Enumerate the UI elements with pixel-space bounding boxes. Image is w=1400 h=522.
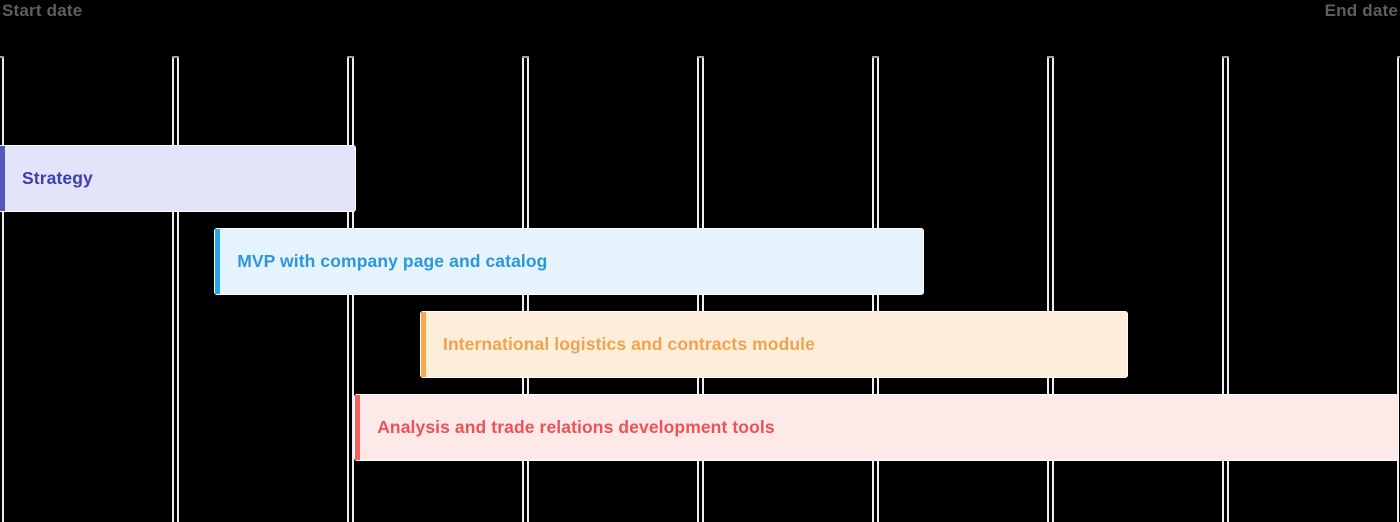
gridline-cap bbox=[521, 56, 529, 58]
gridline bbox=[1221, 58, 1224, 522]
gridline-cap bbox=[696, 56, 704, 58]
task-bar-label: Strategy bbox=[22, 168, 93, 188]
gridline bbox=[1396, 58, 1399, 522]
task-bar-2[interactable]: International logistics and contracts mo… bbox=[420, 311, 1129, 378]
gridline-cap bbox=[1396, 56, 1400, 58]
gridline bbox=[1226, 58, 1229, 522]
task-accent-stripe bbox=[0, 146, 5, 211]
task-accent-stripe bbox=[355, 395, 361, 460]
gridline-cap bbox=[346, 56, 354, 58]
task-bar-0[interactable]: Strategy bbox=[0, 145, 356, 212]
gridline bbox=[1046, 58, 1049, 522]
gridline bbox=[1, 58, 4, 522]
task-bar-label: International logistics and contracts mo… bbox=[443, 334, 815, 354]
end-date-label: End date bbox=[1324, 1, 1398, 20]
gridline bbox=[171, 58, 174, 522]
task-bar-label: MVP with company page and catalog bbox=[237, 251, 548, 271]
gridline bbox=[176, 58, 179, 522]
task-accent-stripe bbox=[215, 229, 221, 294]
task-accent-stripe bbox=[421, 312, 426, 377]
gridline bbox=[1051, 58, 1054, 522]
gridline-cap bbox=[1221, 56, 1229, 58]
start-date-label: Start date bbox=[2, 1, 83, 20]
task-bar-3[interactable]: Analysis and trade relations development… bbox=[354, 394, 1399, 461]
gridline-cap bbox=[871, 56, 879, 58]
task-bar-1[interactable]: MVP with company page and catalog bbox=[214, 228, 924, 295]
gridline-cap bbox=[1046, 56, 1054, 58]
gridline-cap bbox=[171, 56, 179, 58]
gridline-cap bbox=[0, 56, 4, 58]
task-bar-label: Analysis and trade relations development… bbox=[377, 417, 775, 437]
